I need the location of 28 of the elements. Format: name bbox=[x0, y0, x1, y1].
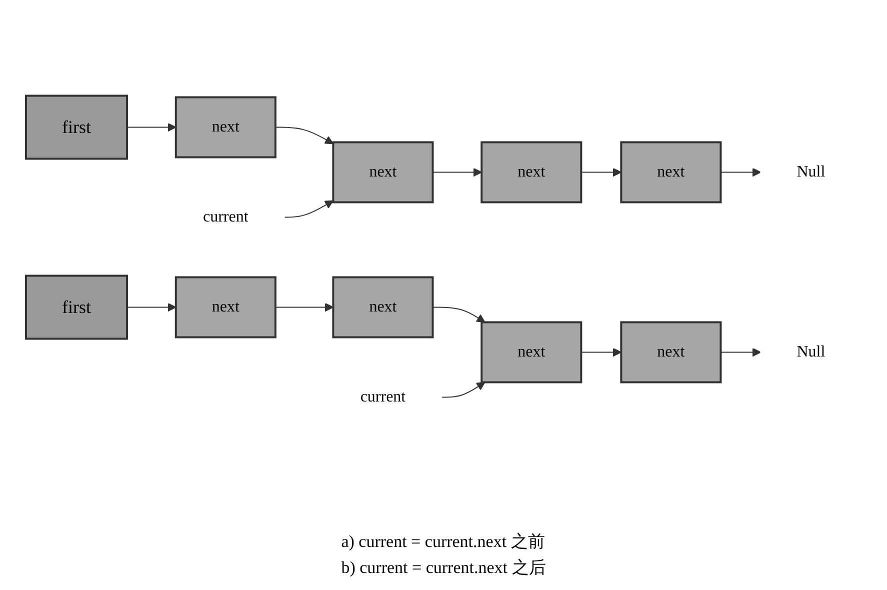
node-text: Null bbox=[796, 343, 826, 360]
node-box: next bbox=[174, 96, 276, 158]
arrow bbox=[126, 302, 176, 312]
arrow bbox=[274, 126, 334, 144]
arrow bbox=[432, 168, 482, 177]
node-box: next bbox=[620, 141, 722, 204]
node-text: current bbox=[202, 208, 248, 226]
node-box: next bbox=[174, 276, 276, 338]
node-box: next bbox=[480, 141, 582, 204]
arrow bbox=[126, 122, 176, 132]
node-text: current bbox=[360, 388, 406, 406]
caption-text: a) current = current.next 之前 bbox=[341, 531, 546, 553]
node-box: first bbox=[24, 274, 128, 340]
arrow bbox=[432, 306, 486, 323]
node-box: first bbox=[24, 94, 128, 160]
arrow bbox=[580, 348, 622, 357]
arrow bbox=[720, 348, 762, 357]
node-text: Null bbox=[796, 163, 826, 180]
node-box: next bbox=[480, 321, 582, 384]
arrow bbox=[720, 168, 762, 177]
arrow bbox=[580, 168, 622, 177]
arrow bbox=[274, 302, 334, 312]
arrow bbox=[441, 382, 486, 398]
caption-text: b) current = current.next 之后 bbox=[341, 557, 546, 579]
node-box: next bbox=[620, 321, 722, 384]
node-box: next bbox=[332, 276, 434, 338]
node-box: next bbox=[332, 141, 434, 204]
arrow bbox=[284, 200, 334, 218]
